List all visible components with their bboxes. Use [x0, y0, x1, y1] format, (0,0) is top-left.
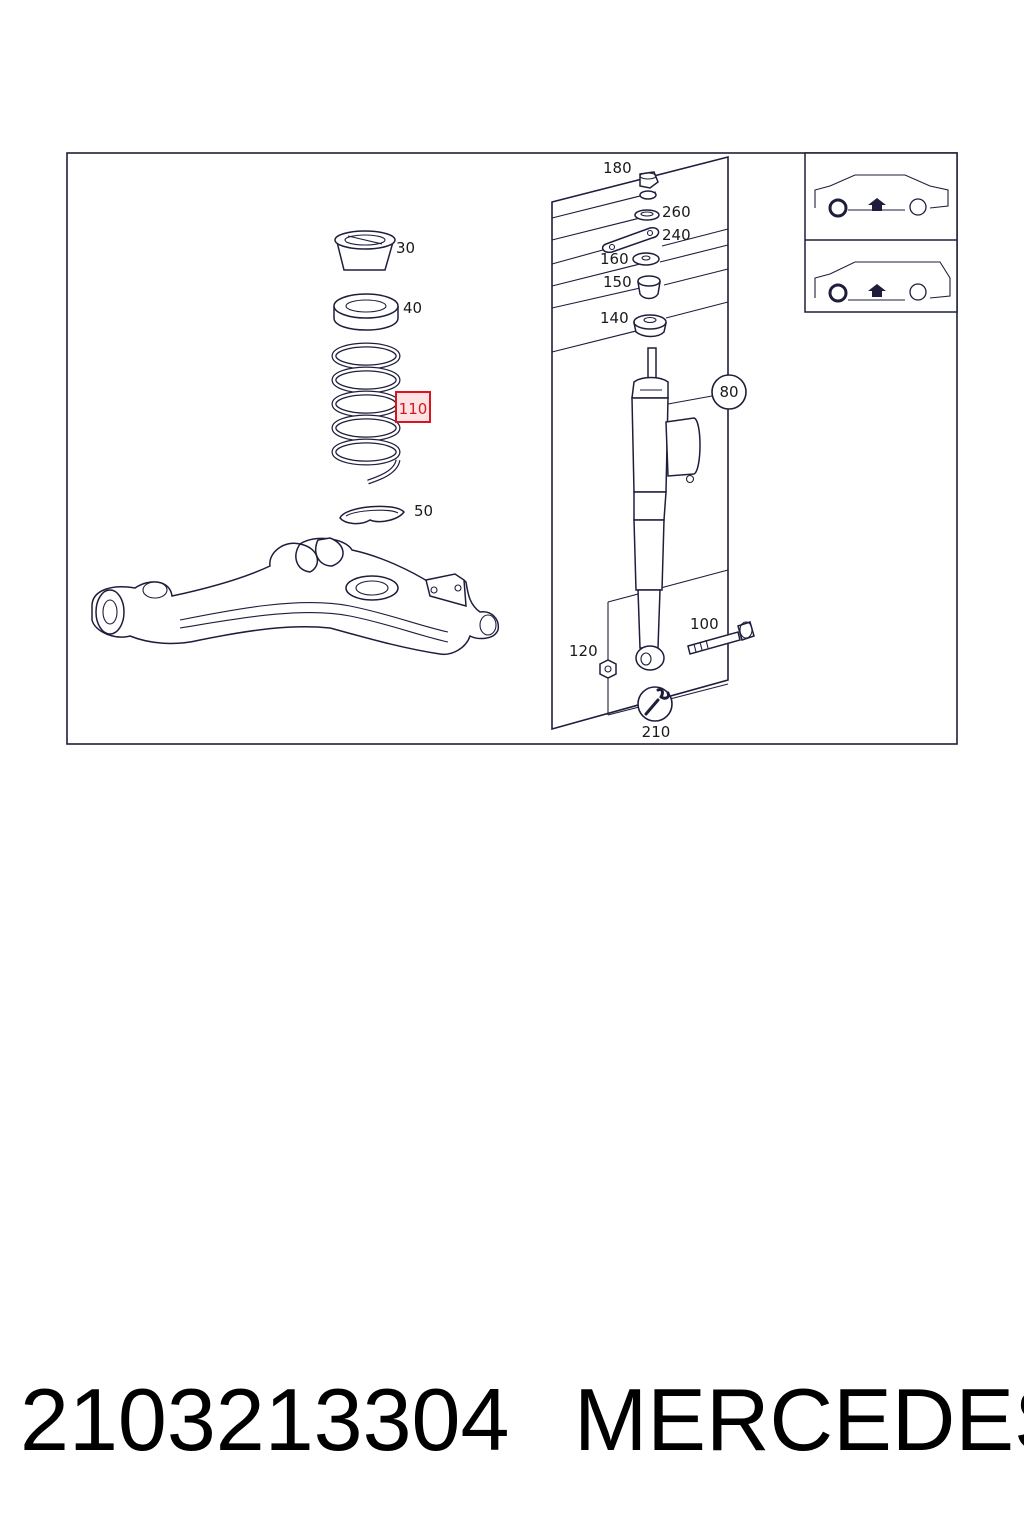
wagon-lift-point-icon	[814, 261, 951, 303]
callout-180: 180	[603, 159, 632, 177]
part-260-washer	[634, 209, 660, 221]
part-washer	[639, 190, 657, 200]
part-100-bolt	[687, 621, 755, 655]
sedan-lift-point-icon	[814, 174, 949, 218]
callout-120: 120	[569, 642, 598, 660]
callout-140: 140	[600, 309, 629, 327]
part-30-spring-seat	[334, 230, 396, 271]
callout-80-circle	[711, 374, 747, 410]
part-lower-control-arm	[91, 537, 500, 656]
part-150-buffer	[637, 275, 661, 300]
diagram-frame	[66, 152, 958, 745]
callout-50: 50	[414, 502, 433, 520]
callout-30: 30	[396, 239, 415, 257]
callout-240: 240	[662, 226, 691, 244]
part-180-nut	[639, 171, 659, 189]
callout-160: 160	[600, 250, 629, 268]
shock-absorber-panel	[551, 155, 729, 731]
part-140-mount	[633, 314, 667, 338]
callout-100: 100	[690, 615, 719, 633]
vehicle-inset-panel	[804, 152, 958, 313]
part-110-coil-spring	[331, 342, 401, 485]
part-80-shock-absorber	[631, 347, 701, 671]
part-number: 2103213304	[20, 1370, 510, 1469]
callout-110: 110	[399, 400, 428, 418]
callout-110-highlight: 110	[395, 391, 431, 423]
part-120-nut	[599, 659, 617, 679]
wrench-icon	[637, 686, 673, 722]
callout-80: 80	[719, 383, 738, 401]
callout-210: 210	[642, 723, 671, 741]
part-240-bracket	[601, 227, 660, 254]
part-160-bush	[632, 252, 660, 266]
callout-260: 260	[662, 203, 691, 221]
part-40-spring-pad	[333, 293, 399, 331]
part-50-lower-spring-pad	[339, 505, 405, 525]
brand-name: MERCEDES	[574, 1370, 1024, 1469]
callout-150: 150	[603, 273, 632, 291]
callout-40: 40	[403, 299, 422, 317]
